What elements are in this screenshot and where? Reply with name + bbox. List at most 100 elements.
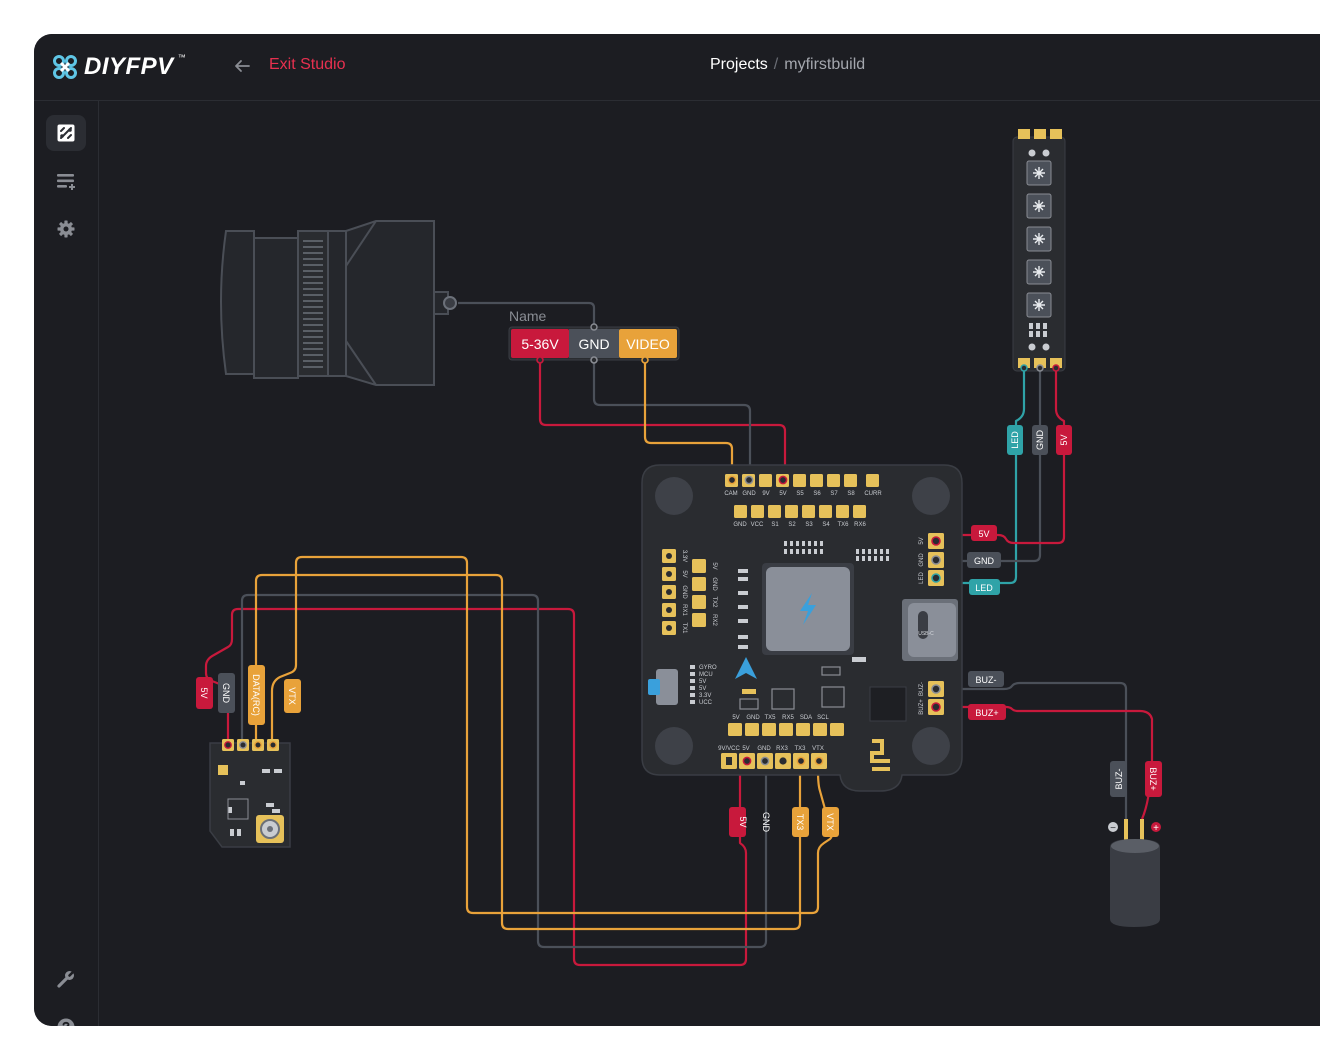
- fc-right-pad-gnd: GND: [919, 553, 925, 567]
- vtx-wire-label-vtx: VTX: [825, 813, 835, 831]
- help-icon: [57, 1018, 75, 1026]
- status-led-5v-b: 5V: [699, 686, 706, 692]
- breadcrumb: Projects/myfirstbuild: [710, 56, 865, 74]
- fc-vtx-pad-vtx: VTX: [812, 746, 824, 752]
- brand-tm: ™: [177, 52, 186, 62]
- fc-pad-buz-pos: BUZ+: [919, 699, 925, 715]
- buzzer[interactable]: − +: [1108, 819, 1161, 927]
- sidebar: [34, 101, 99, 1026]
- vtx-wire-label-gnd: GND: [761, 812, 771, 833]
- fc-pad-s5: S5: [796, 491, 804, 497]
- fc-pad-5v-top: 5V: [779, 491, 786, 497]
- back-arrow-icon[interactable]: [232, 56, 252, 76]
- wire-led-gnd[interactable]: [936, 369, 1042, 563]
- sidebar-item-diagram[interactable]: [46, 115, 86, 151]
- fc-pad-s7: S7: [830, 491, 838, 497]
- fc-pad-cam: CAM: [724, 491, 737, 497]
- add-list-icon: [57, 174, 75, 190]
- fc-pad-curr: CURR: [864, 491, 882, 497]
- lightning-icon: [800, 593, 816, 625]
- fc-vtx-pad-gnd: GND: [757, 746, 771, 752]
- fc-label-buz-pos: BUZ+: [975, 708, 998, 718]
- brand-name: DIYFPV: [84, 53, 174, 80]
- fc-vtx-pad-5v: 5V: [742, 746, 749, 752]
- buzzer-wire-label-pos: BUZ+: [1148, 767, 1158, 790]
- status-led-3v3: 3.3V: [699, 693, 711, 699]
- mcu-chip: [762, 563, 854, 655]
- fc-bottom-pad-gnd: GND: [746, 715, 760, 721]
- wire-led-data[interactable]: [936, 369, 1026, 585]
- drone-logo-icon: [53, 55, 77, 79]
- wire-led-5v[interactable]: [936, 369, 1066, 545]
- led-wire-label-gnd: GND: [1035, 430, 1045, 451]
- top-bar: DIYFPV ™ Exit Studio Projects/myfirstbui…: [34, 34, 1320, 101]
- wire-rx-gnd[interactable]: [240, 593, 768, 949]
- camera-connector[interactable]: Name 5-36V GND VIDEO: [508, 308, 680, 364]
- wire-camera-video[interactable]: [643, 351, 734, 481]
- status-led-gyro: GYRO: [699, 665, 717, 671]
- exit-studio-link[interactable]: Exit Studio: [269, 56, 346, 73]
- diagram-icon: [57, 124, 75, 142]
- receiver-wire-labels: 5V GND DATA(RC) VTX: [196, 665, 301, 725]
- led-wire-labels: LED GND 5V: [1007, 425, 1072, 455]
- sidebar-item-parts[interactable]: [46, 163, 86, 199]
- fc-label-led: LED: [975, 583, 993, 593]
- usb-c-label: USB-C: [918, 631, 934, 637]
- camera-pin-power: 5-36V: [521, 336, 559, 352]
- fc-left-pad-5v: 5V: [681, 570, 687, 577]
- buzzer-wire-label-neg: BUZ-: [1114, 769, 1124, 790]
- fc-pad-buz-neg: BUZ-: [919, 682, 925, 696]
- wire-rx-data[interactable]: [254, 573, 802, 931]
- fc-left-pad-tx1: TX1: [681, 622, 687, 634]
- led-wire-label-5v: 5V: [1059, 434, 1069, 445]
- fc-vtx-pad-rx3: RX3: [776, 746, 788, 752]
- rx-wire-label-data: DATA(RC): [251, 674, 261, 716]
- fc-right-pad-led: LED: [919, 571, 925, 583]
- sidebar-item-help[interactable]: [46, 1009, 86, 1026]
- fc-pad-gnd-top: GND: [742, 491, 756, 497]
- fc-bottom-pad-sda: SDA: [800, 715, 812, 721]
- rc-receiver[interactable]: [209, 739, 291, 848]
- fc-left-pad-3v3: 3.3V: [681, 550, 687, 562]
- fc-pad2-s3: S3: [805, 522, 813, 528]
- buzzer-neg-symbol: −: [1110, 823, 1116, 834]
- studio-window: DIYFPV ™ Exit Studio Projects/myfirstbui…: [34, 34, 1320, 1026]
- status-led-5v-a: 5V: [699, 679, 706, 685]
- breadcrumb-projects[interactable]: Projects: [710, 56, 768, 73]
- gear-icon: [57, 220, 75, 238]
- fc-pad2-s4: S4: [822, 522, 830, 528]
- wiring-diagram: Name 5-36V GND VIDEO: [196, 129, 1162, 967]
- wiring-canvas[interactable]: Name 5-36V GND VIDEO: [99, 101, 1320, 1026]
- fpv-camera[interactable]: [220, 220, 457, 386]
- wire-camera-cable[interactable]: [458, 301, 596, 327]
- fc-right-pad-5v: 5V: [919, 537, 925, 544]
- sidebar-item-settings[interactable]: [46, 211, 86, 247]
- usb-c-port[interactable]: USB-C: [902, 599, 958, 661]
- flight-controller[interactable]: CAM GND 9V 5V S5 S6 S7 S8 CURR: [641, 464, 963, 792]
- breadcrumb-project-name: myfirstbuild: [784, 56, 866, 73]
- fc-pad-s8: S8: [847, 491, 855, 497]
- direction-arrow-icon: [735, 657, 757, 679]
- fc-left-pad-rx1: RX1: [681, 604, 687, 616]
- fc-pad2-vcc: VCC: [751, 522, 764, 528]
- led-strip[interactable]: [1012, 129, 1066, 372]
- status-led-mcu: MCU: [699, 672, 713, 678]
- sidebar-item-tools[interactable]: [46, 961, 86, 997]
- wire-buzzer-neg[interactable]: [936, 681, 1128, 819]
- brand-logo[interactable]: DIYFPV ™: [52, 53, 186, 81]
- buzzer-pos-symbol: +: [1153, 823, 1159, 834]
- rx-wire-label-vtx: VTX: [287, 687, 297, 705]
- wire-camera-gnd[interactable]: [592, 351, 752, 481]
- fc-vtx-pad-tx3: TX3: [794, 746, 806, 752]
- fc-bottom-pad-5v: 5V: [732, 715, 739, 721]
- fc-bottom-pad-scl: SCL: [817, 715, 829, 721]
- fc-pad-s6: S6: [813, 491, 821, 497]
- fc-label-gnd: GND: [974, 556, 995, 566]
- fc-left-pad-gnd: GND: [681, 585, 687, 599]
- status-led-ucc: UCC: [699, 700, 713, 706]
- fc-left-pad-b-5v: 5V: [711, 562, 717, 569]
- fc-left-pad-b-rx2: RX2: [711, 614, 717, 626]
- led-wire-label-data: LED: [1010, 431, 1020, 449]
- wire-camera-5v[interactable]: [538, 351, 787, 481]
- fc-pad2-gnd: GND: [733, 522, 747, 528]
